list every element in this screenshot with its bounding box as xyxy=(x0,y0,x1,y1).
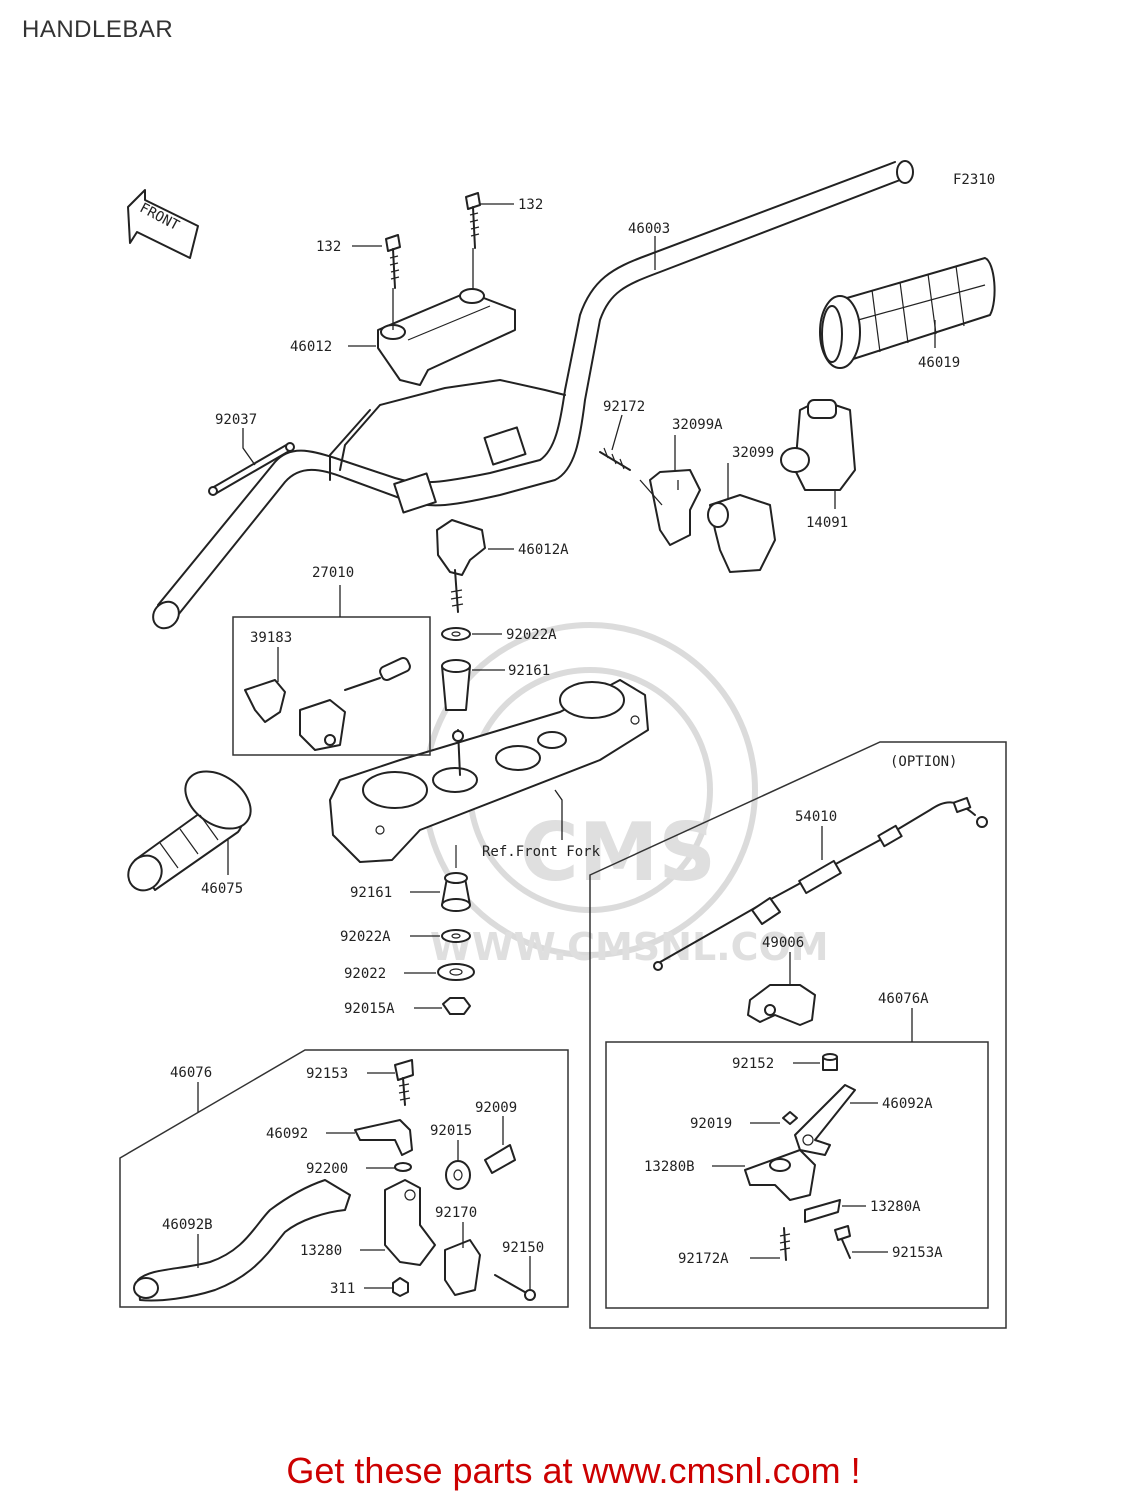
watermark-brand: CMS xyxy=(520,806,716,899)
kill-switch-39183-part xyxy=(244,656,411,751)
label-92015: 92015 xyxy=(430,1123,472,1139)
nut-92015a xyxy=(442,997,471,1015)
throttle-housing-part xyxy=(599,399,856,573)
label-92152: 92152 xyxy=(732,1056,774,1072)
label-54010: 54010 xyxy=(795,809,837,825)
label-46092: 46092 xyxy=(266,1126,308,1142)
label-132-left: 132 xyxy=(316,239,341,255)
label-92153: 92153 xyxy=(306,1066,348,1082)
lever-kit-46076-box xyxy=(119,1049,569,1308)
label-92170: 92170 xyxy=(435,1205,477,1221)
upper-clamp-part xyxy=(377,288,516,386)
adjuster-49006-part xyxy=(747,984,816,1026)
label-39183: 39183 xyxy=(250,630,292,646)
label-14091: 14091 xyxy=(806,515,848,531)
label-92161-bottom: 92161 xyxy=(350,885,392,901)
label-92009: 92009 xyxy=(475,1100,517,1116)
leader-lines xyxy=(197,203,936,1290)
triple-clamp-part xyxy=(329,679,649,863)
label-92200: 92200 xyxy=(306,1161,348,1177)
bolt-132-left xyxy=(385,234,401,289)
lower-clamp-46012a-part xyxy=(436,519,486,613)
label-92022: 92022 xyxy=(344,966,386,982)
label-46012: 46012 xyxy=(290,339,332,355)
label-46019: 46019 xyxy=(918,355,960,371)
lever-assembly-46076a-part xyxy=(744,1053,856,1261)
bushing-92161-top xyxy=(441,659,471,711)
label-311: 311 xyxy=(330,1281,355,1297)
washer-92022 xyxy=(437,963,475,981)
front-arrow-icon: FRONT xyxy=(127,189,199,259)
label-13280: 13280 xyxy=(300,1243,342,1259)
pin-92037-part xyxy=(208,442,295,496)
figure-code: F2310 xyxy=(953,172,995,188)
label-46076a: 46076A xyxy=(878,991,929,1007)
footer-link-text[interactable]: Get these parts at www.cmsnl.com ! xyxy=(286,1450,861,1491)
washer-92022a-bottom xyxy=(441,929,471,943)
ref-front-fork-label: Ref.Front Fork xyxy=(482,844,601,860)
lever-assembly-46076-part xyxy=(133,1059,536,1302)
exploded-parts-diagram: CMS WWW.CMSNL.COM FRONT F2310 xyxy=(119,160,1007,1329)
washer-92022a-top xyxy=(441,627,471,641)
option-label: (OPTION) xyxy=(890,754,957,770)
handlebar-part xyxy=(152,160,914,630)
right-grip-part xyxy=(819,257,996,369)
label-46092b: 46092B xyxy=(162,1217,213,1233)
label-13280b: 13280B xyxy=(644,1159,695,1175)
label-13280a: 13280A xyxy=(870,1199,921,1215)
kit-27010-box xyxy=(232,616,431,756)
lever-kit-46076a-box xyxy=(605,1041,989,1309)
label-92019: 92019 xyxy=(690,1116,732,1132)
clutch-cable-54010-part xyxy=(653,796,988,971)
bolt-132-top xyxy=(465,192,481,249)
label-92153a: 92153A xyxy=(892,1245,943,1261)
label-49006: 49006 xyxy=(762,935,804,951)
label-92015a: 92015A xyxy=(344,1001,395,1017)
label-92161-top: 92161 xyxy=(508,663,550,679)
label-46092a: 46092A xyxy=(882,1096,933,1112)
bushing-92161-bottom xyxy=(441,872,471,912)
label-32099: 32099 xyxy=(732,445,774,461)
label-92022a-top: 92022A xyxy=(506,627,557,643)
label-92172a: 92172A xyxy=(678,1251,729,1267)
left-grip-part xyxy=(127,770,252,892)
watermark-url: WWW.CMSNL.COM xyxy=(430,925,829,969)
label-132-top: 132 xyxy=(518,197,543,213)
label-46075: 46075 xyxy=(201,881,243,897)
label-46076: 46076 xyxy=(170,1065,212,1081)
label-92172: 92172 xyxy=(603,399,645,415)
label-92037: 92037 xyxy=(215,412,257,428)
label-92022a-bottom: 92022A xyxy=(340,929,391,945)
page-title: HANDLEBAR xyxy=(22,16,174,43)
label-32099a: 32099A xyxy=(672,417,723,433)
label-46003: 46003 xyxy=(628,221,670,237)
label-27010: 27010 xyxy=(312,565,354,581)
label-92150: 92150 xyxy=(502,1240,544,1256)
option-box xyxy=(589,741,1007,1329)
label-46012a: 46012A xyxy=(518,542,569,558)
part-labels: 132 132 46003 46012 46019 92037 92172 32… xyxy=(162,197,960,1297)
